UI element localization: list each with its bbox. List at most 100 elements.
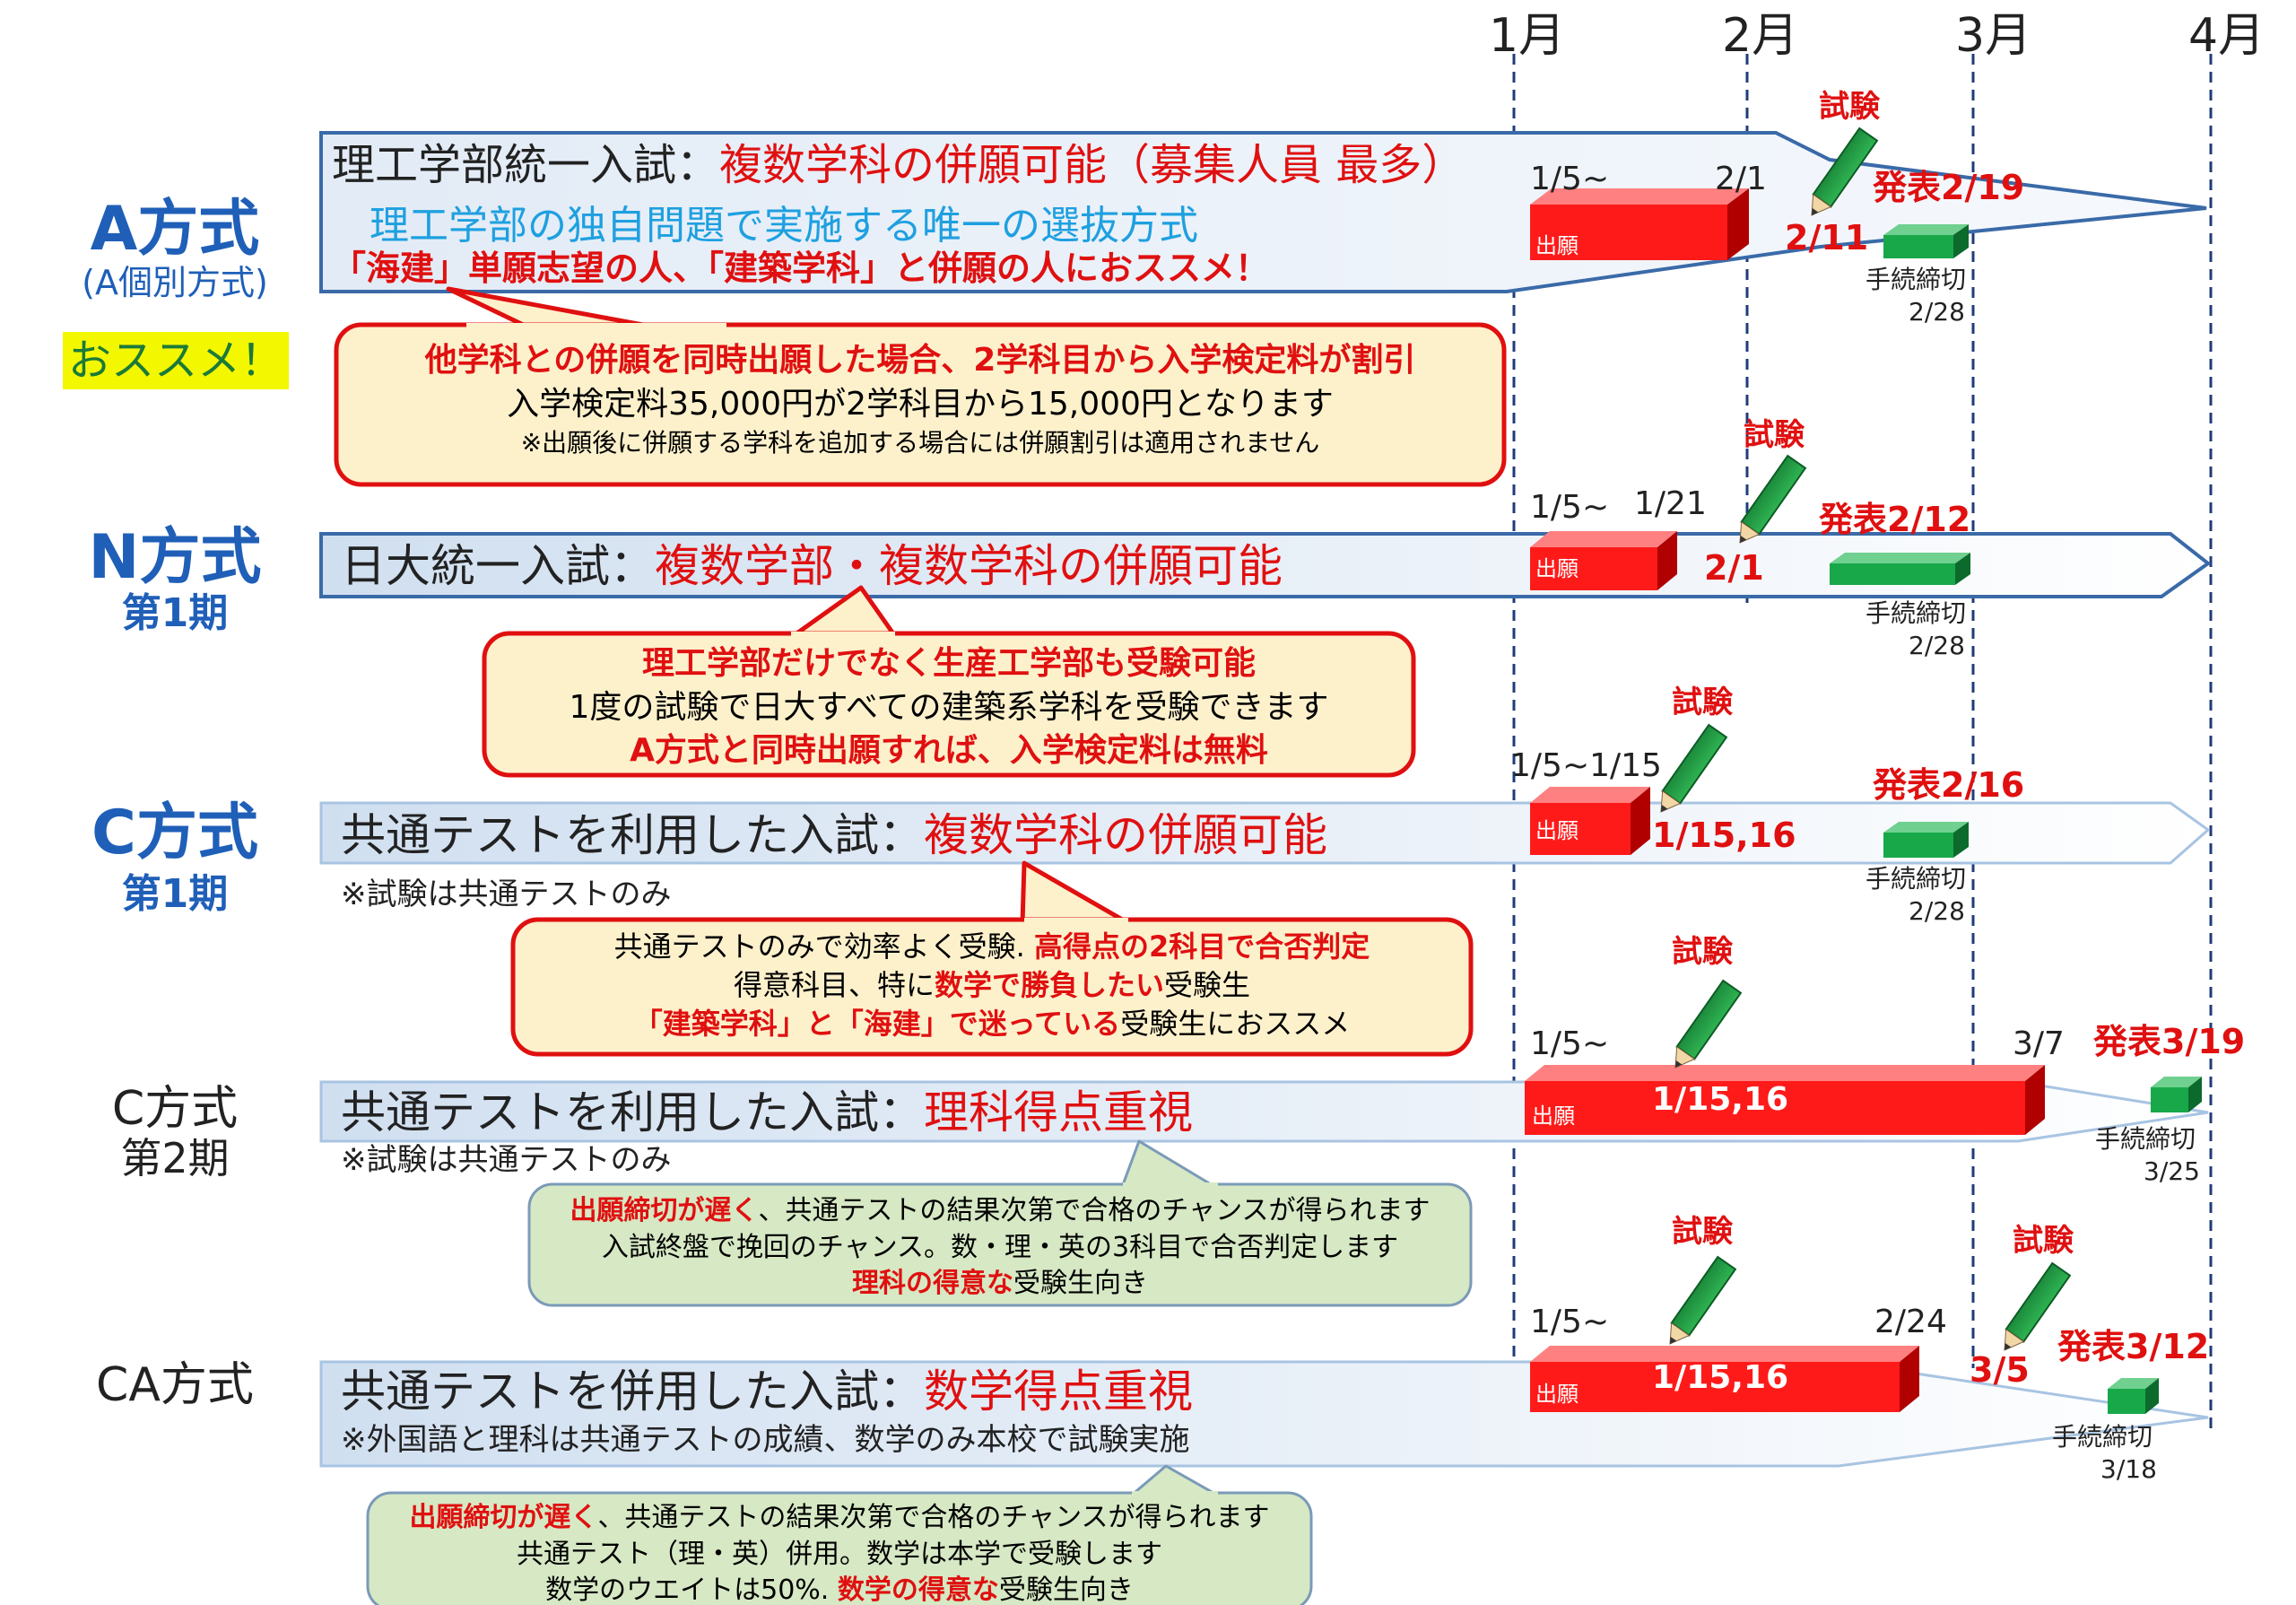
- callout-c2-line1: 出願締切が遅く、共通テストの結果次第で合格のチャンスが得られます: [529, 1193, 1471, 1230]
- schedule-ca-exam2-label: 試験: [2013, 1223, 2074, 1259]
- banner-n-title-red: 複数学部・複数学科の併願可能: [655, 540, 1283, 592]
- method-c1-name: C方式: [91, 798, 258, 868]
- schedule-c2-end: 3/7: [2013, 1025, 2065, 1062]
- schedule-c1-bar-label: 出願: [1535, 818, 1578, 843]
- callout-ca-line3b: 数学の得意な: [837, 1574, 999, 1605]
- schedule-ca-exam-label: 試験: [1672, 1214, 1733, 1250]
- result-box-c2: [2151, 1077, 2202, 1112]
- method-c2-sub: 第2期: [120, 1134, 230, 1182]
- banner-c1-shape: [319, 801, 2211, 865]
- schedule-n-proc-label: 手続締切: [1866, 598, 1967, 628]
- application-bar-c2: [1525, 1065, 2045, 1135]
- schedule-c1-proc-date: 2/28: [1909, 896, 1965, 926]
- callout-c1-box: [510, 917, 1474, 1057]
- application-bar-n: [1530, 531, 1677, 590]
- result-box-n: [1830, 553, 1970, 585]
- callout-c2-line1a: 出願締切が遅く: [570, 1195, 759, 1226]
- month-label-mar: 3月: [1955, 9, 2032, 63]
- schedule-ca-proc-date: 3/18: [2100, 1454, 2157, 1484]
- banner-ca-note: ※外国語と理科は共通テストの成績、数学のみ本校で試験実施: [341, 1422, 1190, 1458]
- schedule-ca-bar-label: 出願: [1535, 1382, 1578, 1407]
- schedule-c2-start: 1/5~: [1530, 1025, 1610, 1062]
- banner-c2-title-red: 理科得点重視: [924, 1086, 1193, 1138]
- schedule-n-bar-label: 出願: [1535, 556, 1578, 581]
- pencil-icon: [1660, 723, 1728, 813]
- banner-c1-title-red: 複数学科の併願可能: [924, 809, 1327, 861]
- banner-ca-title: 共通テストを併用した入試：数学得点重視: [341, 1369, 1193, 1414]
- schedule-a-exam-date: 2/11: [1785, 218, 1869, 257]
- callout-a-line2: 入学検定料35,000円が2学科目から15,000円となります: [507, 385, 1334, 423]
- banner-c2-title: 共通テストを利用した入試：理科得点重視: [341, 1090, 1193, 1135]
- callout-a-box: [334, 322, 1507, 487]
- schedule-a-exam-label: 試験: [1819, 89, 1880, 125]
- schedule-n-result: 発表2/12: [1819, 500, 1971, 539]
- schedule-c1-proc-label: 手続締切: [1866, 864, 1967, 894]
- method-c1-sub: 第1期: [121, 871, 229, 917]
- callout-c1-line3a: 「建築学科」と「海建」で迷っている: [633, 1007, 1121, 1042]
- schedule-a-result: 発表2/19: [1873, 168, 2025, 207]
- month-label-apr: 4月: [2188, 9, 2266, 63]
- month-label-feb: 2月: [1722, 9, 1799, 63]
- banner-a-line2: 理工学部の独自問題で実施する唯一の選抜方式: [370, 203, 1198, 249]
- schedule-c2-proc-label: 手続締切: [2095, 1124, 2196, 1154]
- callout-n-text: 理工学部だけでなく生産工学部も受験可能 1度の試験で日大すべての建築系学科を受験…: [484, 642, 1413, 773]
- schedule-ca-proc-label: 手続締切: [2052, 1422, 2153, 1452]
- month-label-jan: 1月: [1489, 9, 1566, 63]
- callout-ca-line3: 数学のウエイトは50%. 数学の得意な受験生向き: [368, 1573, 1311, 1605]
- banner-ca-title-red: 数学得点重視: [924, 1365, 1193, 1417]
- callout-c1-line2: 得意科目、特に数学で勝負したい受験生: [513, 966, 1471, 1005]
- banner-c2-title-black: 共通テストを利用した入試：: [341, 1086, 924, 1138]
- callout-c2-line3a: 理科の得意な: [852, 1268, 1013, 1299]
- method-n-sub: 第1期: [121, 590, 229, 636]
- schedule-c1-range: 1/5~1/15: [1510, 747, 1662, 784]
- banner-c1-title: 共通テストを利用した入試：複数学科の併願可能: [341, 813, 1327, 858]
- callout-c2-line3b: 受験生向き: [1013, 1268, 1148, 1299]
- callout-c2-text: 出願締切が遅く、共通テストの結果次第で合格のチャンスが得られます 入試終盤で挽回…: [529, 1193, 1471, 1303]
- callout-c1-text: 共通テストのみで効率よく受験. 高得点の2科目で合否判定 得意科目、特に数学で勝…: [513, 928, 1471, 1044]
- banner-n-title-black: 日大統一入試：: [341, 540, 655, 592]
- callout-c2-line2: 入試終盤で挽回のチャンス。数・理・英の3科目で合否判定します: [601, 1231, 1399, 1263]
- application-bar-a: [1530, 188, 1749, 260]
- schedule-n-end: 1/21: [1634, 485, 1707, 522]
- banner-a-title-black: 理工学部統一入試：: [332, 140, 720, 190]
- callout-ca-line2: 共通テスト（理・英）併用。数学は本学で受験します: [517, 1538, 1162, 1570]
- pencil-icon: [2004, 1261, 2072, 1351]
- callout-c1-line2b: 数学で勝負したい: [934, 968, 1164, 1003]
- callout-ca-line1a: 出願締切が遅く: [409, 1502, 598, 1533]
- application-bar-c1: [1530, 787, 1650, 855]
- banner-n-title: 日大統一入試：複数学部・複数学科の併願可能: [341, 544, 1283, 589]
- schedule-a-bar-label: 出願: [1535, 233, 1578, 258]
- banner-n-shape: [319, 532, 2212, 598]
- callout-ca-line1b: 、共通テストの結果次第で合格のチャンスが得られます: [597, 1502, 1270, 1533]
- result-box-c1: [1883, 822, 1969, 858]
- callout-ca-line1: 出願締切が遅く、共通テストの結果次第で合格のチャンスが得られます: [368, 1500, 1311, 1537]
- callout-c2-tail: [1119, 1139, 1222, 1191]
- schedule-ca-end: 2/24: [1874, 1304, 1947, 1340]
- schedule-n-exam-label: 試験: [1744, 417, 1805, 453]
- callout-c1-line1: 共通テストのみで効率よく受験. 高得点の2科目で合否判定: [513, 928, 1471, 966]
- callout-c1-line1b: 高得点の2科目で合否判定: [1034, 929, 1370, 964]
- pencil-icon: [1674, 979, 1743, 1069]
- banner-c1-title-black: 共通テストを利用した入試：: [341, 809, 924, 861]
- callout-n-line1: 理工学部だけでなく生産工学部も受験可能: [641, 645, 1256, 682]
- callout-n-line3: A方式と同時出願すれば、入学検定料は無料: [630, 732, 1268, 770]
- schedule-c1-exam-date: 1/15,16: [1652, 816, 1796, 855]
- schedule-c1-result: 発表2/16: [1873, 765, 2025, 805]
- callout-n-line2: 1度の試験で日大すべての建築系学科を受験できます: [569, 688, 1329, 726]
- schedule-c2-bar-label: 出願: [1532, 1103, 1575, 1129]
- schedule-a-start: 1/5~: [1530, 161, 1610, 197]
- schedule-c1-exam-label: 試験: [1672, 685, 1733, 720]
- callout-c1-line3: 「建築学科」と「海建」で迷っている受験生におススメ: [513, 1005, 1471, 1043]
- schedule-ca-exam-date: 1/15,16: [1652, 1359, 1789, 1396]
- callout-ca-box: [366, 1491, 1313, 1605]
- banner-a-title-red: 複数学科の併願可能（募集人員 最多）: [719, 140, 1465, 190]
- method-a-name: A方式: [90, 194, 260, 265]
- pencil-icon: [1669, 1255, 1737, 1345]
- callout-c1-line2c: 受験生: [1164, 968, 1251, 1003]
- result-box-a: [1883, 224, 1969, 258]
- schedule-a-proc-date: 2/28: [1909, 297, 1965, 327]
- result-box-ca: [2108, 1378, 2159, 1414]
- schedule-n-start: 1/5~: [1530, 489, 1610, 526]
- callout-a-line3: ※出願後に併願する学科を追加する場合には併願割引は適用されません: [520, 428, 1320, 458]
- schedule-n-proc-date: 2/28: [1909, 631, 1965, 660]
